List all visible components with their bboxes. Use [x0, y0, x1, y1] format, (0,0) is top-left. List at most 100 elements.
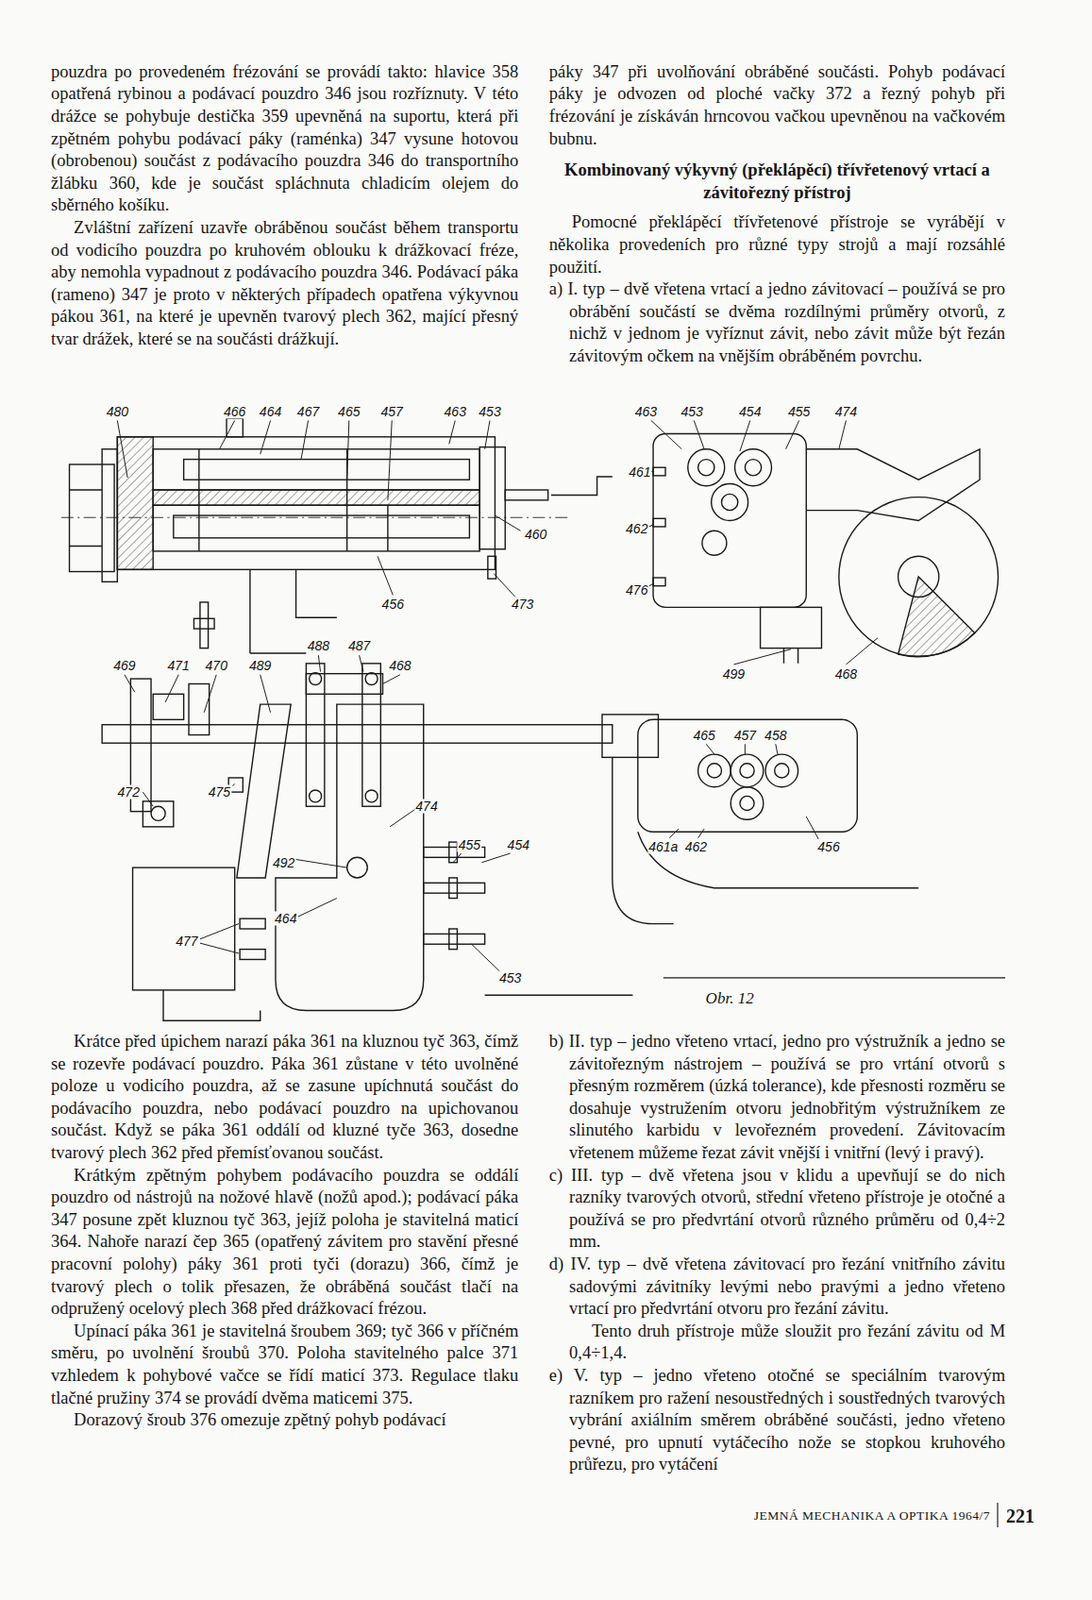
spindle-head-section-part — [200, 602, 209, 649]
device-side-view-part — [101, 724, 613, 743]
spindle-head-lower-view — [638, 719, 919, 888]
spindle-head-end-view-part — [721, 493, 738, 510]
spindle-head-section-part — [117, 436, 153, 571]
callout-number: 462 — [684, 840, 708, 855]
spindle-head-section-part — [69, 489, 103, 546]
callout-number: 455 — [787, 403, 811, 419]
section-heading: Kombinovaný výkyvný (překlápěcí) třívřet… — [549, 159, 1006, 204]
spindle-head-section-part — [61, 517, 572, 519]
callout-number: 454 — [506, 838, 531, 853]
text-column: páky 347 při uvolňování obráběné součást… — [549, 61, 1006, 369]
body-paragraph: d) IV. typ – dvě vřetena závitovací pro … — [549, 1253, 1006, 1321]
body-paragraph: Tento druh přístroje může sloužit pro ře… — [549, 1320, 1006, 1365]
callout-number: 453 — [498, 970, 522, 985]
spindle-head-lower-view-part — [739, 763, 755, 778]
callout-number: 463 — [443, 403, 468, 419]
body-paragraph: Upínací páka 361 je stavitelná šroubem 3… — [50, 1320, 519, 1410]
body-paragraph: b) II. typ – jedno vřeteno vrtací, jedno… — [549, 1030, 1006, 1165]
spindle-head-section-part — [184, 459, 471, 481]
spindle-head-section-part — [504, 489, 548, 501]
body-paragraph: Pomocné překlápěcí třívřetenové přístroj… — [549, 211, 1006, 279]
callout-number: 499 — [722, 666, 746, 681]
spindle-head-section-part — [152, 449, 480, 490]
device-side-view-part — [163, 990, 261, 1021]
device-side-view-part — [347, 856, 369, 878]
callout-number: 457 — [733, 727, 757, 742]
callout-number: 453 — [679, 403, 704, 419]
spindle-head-end-view-part — [702, 530, 727, 555]
spindle-head-lower-view-part — [638, 831, 919, 888]
device-side-view-part — [236, 704, 291, 878]
leader-lines-part — [377, 515, 521, 598]
spindle-head-section-part — [250, 569, 337, 654]
spindle-head-end-view-part — [653, 467, 666, 476]
callout-number: 461 — [627, 464, 652, 479]
spindle-head-section-part — [193, 618, 215, 629]
spindle-head-section-part — [152, 504, 480, 552]
spindle-head-end-view-part — [760, 606, 823, 648]
callout-number: 460 — [523, 526, 548, 541]
body-paragraph: Krátkým zpětným pohybem podávacího pouzd… — [50, 1164, 519, 1321]
callout-number: 487 — [347, 638, 371, 654]
callout-number: 464 — [258, 403, 283, 419]
body-paragraph: a) I. typ – dvě vřetena vrtací a jedno z… — [549, 278, 1006, 368]
device-side-view-part — [449, 877, 458, 899]
spindle-head-end-view — [653, 434, 998, 664]
callout-number: 477 — [174, 933, 199, 948]
callout-number: 464 — [273, 911, 298, 926]
device-side-view-part — [152, 693, 184, 720]
callout-number: 489 — [248, 658, 272, 673]
device-side-view-part — [133, 867, 236, 991]
body-paragraph: c) III. typ – dvě vřetena jsou v klidu a… — [549, 1164, 1006, 1254]
body-paragraph: Krátce před úpichem narazí páka 361 na k… — [50, 1030, 519, 1165]
device-side-view-part — [239, 918, 266, 929]
callout-number: 453 — [477, 403, 502, 419]
spindle-head-lower-view-part — [739, 795, 755, 810]
text-column: Krátce před úpichem narazí páka 361 na k… — [50, 1030, 519, 1432]
body-paragraph: pouzdra po provedeném frézování se prová… — [50, 61, 519, 218]
leader-lines — [117, 420, 878, 972]
callout-number: 472 — [117, 785, 141, 800]
device-side-view-part — [309, 789, 322, 803]
callout-number: 457 — [380, 403, 404, 419]
leader-lines-part — [649, 420, 878, 664]
spindle-head-end-view-part — [898, 576, 975, 657]
callout-number: 454 — [738, 403, 762, 419]
body-paragraph: Zvláštní zařízení uzavře obráběnou součá… — [50, 217, 519, 352]
callout-number: 462 — [624, 521, 649, 537]
callout-number: 488 — [306, 638, 331, 654]
spindle-head-end-view-part — [735, 449, 773, 487]
callout-number: 471 — [167, 658, 191, 673]
spindle-head-lower-view-part — [765, 754, 799, 788]
callout-number: 455 — [457, 838, 482, 853]
spindle-head-section-part — [101, 449, 118, 583]
spindle-head-section-part — [173, 515, 471, 538]
callout-number: 474 — [414, 799, 438, 814]
callout-number: 467 — [296, 403, 320, 419]
spindle-head-end-view-part — [688, 449, 725, 487]
text-column: b) II. typ – jedno vřeteno vrtací, jedno… — [549, 1030, 1006, 1477]
callout-number: 473 — [510, 597, 535, 612]
spindle-head-section-part — [551, 476, 613, 495]
device-side-view-part — [142, 801, 173, 827]
spindle-head-lower-view-part — [638, 719, 857, 832]
callout-number: 468 — [387, 658, 412, 673]
figure-caption: Obr. 12 — [704, 989, 756, 1008]
spindle-head-end-view-part — [711, 484, 749, 521]
device-side-view-part — [449, 928, 458, 950]
spindle-head-lower-view-part — [706, 763, 722, 778]
device-side-view-part — [423, 933, 486, 944]
device-side-view-part — [309, 672, 322, 686]
leader-lines-part — [117, 420, 490, 500]
callout-number: 465 — [336, 403, 361, 419]
device-side-view-part — [239, 949, 266, 960]
device-side-view-part — [305, 663, 324, 807]
journal-footer: JEMNÁ MECHANIKA A OPTIKA 1964/7 — [754, 1508, 991, 1524]
callout-number: 466 — [222, 403, 247, 419]
spindle-head-section-part — [199, 449, 388, 552]
footer-rule — [996, 1502, 998, 1528]
spindle-head-end-view-part — [653, 577, 666, 587]
callout-number: 469 — [112, 658, 136, 673]
body-paragraph: e) V. typ – jedno vřeteno otočné se spec… — [549, 1364, 1006, 1477]
spindle-head-lower-view-part — [698, 754, 732, 788]
